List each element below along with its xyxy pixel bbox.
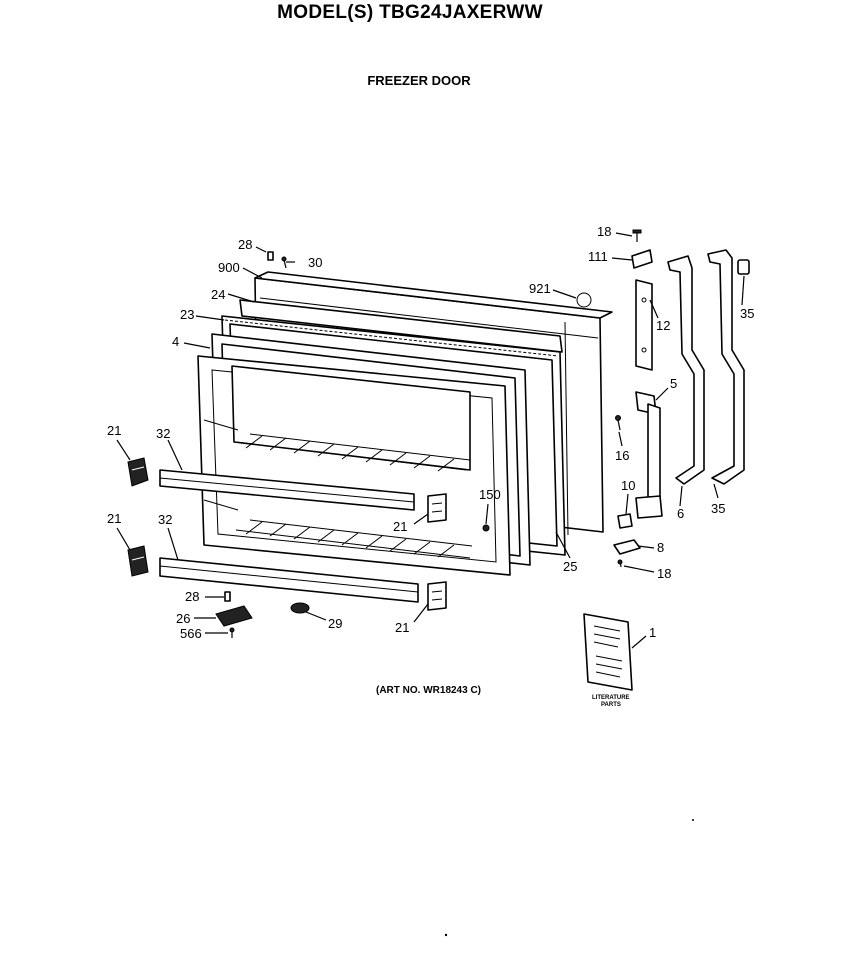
screw-30 (281, 256, 287, 269)
handle-35 (707, 249, 745, 485)
callout-32-upper: 32 (156, 426, 170, 441)
callout-21-right-lower: 21 (395, 620, 409, 635)
callout-5: 5 (670, 376, 677, 391)
callout-24: 24 (211, 287, 225, 302)
callout-111: 111 (588, 249, 608, 264)
hinge-8 (613, 539, 641, 555)
screw-28-bottom (224, 591, 231, 602)
screw-28-top (267, 251, 274, 261)
art-number: (ART NO. WR18243 C) (376, 685, 482, 696)
callout-23: 23 (180, 307, 194, 322)
literature-label-line1: LITERATURE (592, 695, 630, 701)
scan-speck (444, 933, 448, 937)
callout-28: 28 (238, 237, 252, 252)
shelf-end-cap-right-lower (427, 581, 447, 611)
cap-10 (617, 513, 633, 529)
shelf-end-cap-left-lower (127, 545, 149, 577)
literature-booklet (583, 613, 633, 691)
literature-label-line2: PARTS (601, 702, 621, 708)
screw-18-bottom (617, 559, 623, 568)
screw-18-top (632, 229, 642, 242)
section-title: FREEZER DOOR (367, 73, 471, 88)
callout-10: 10 (621, 478, 635, 493)
screw-150 (482, 524, 490, 532)
hinge-bracket-111 (631, 249, 653, 269)
callout-32-lower: 32 (158, 512, 172, 527)
shelf-bar-upper (159, 469, 415, 511)
callout-12: 12 (656, 318, 670, 333)
screw-16 (615, 415, 621, 431)
callout-566: 566 (180, 626, 202, 641)
callout-6: 6 (677, 506, 684, 521)
shelf-ribs-lower (235, 519, 473, 559)
shelf-ribs-upper (235, 433, 471, 472)
callout-28-bottom: 28 (185, 589, 199, 604)
callout-25: 25 (563, 559, 577, 574)
door-stop-12 (635, 279, 653, 371)
plug-29 (290, 602, 310, 614)
callout-35-bottom: 35 (711, 501, 725, 516)
callout-921: 921 (529, 281, 551, 296)
plug-921 (576, 292, 592, 308)
callout-35-top: 35 (740, 306, 754, 321)
callout-4: 4 (172, 334, 179, 349)
callout-16: 16 (615, 448, 629, 463)
callout-8: 8 (657, 540, 664, 555)
callout-18-top: 18 (597, 224, 611, 239)
callout-150: 150 (479, 487, 501, 502)
handle-bracket-5 (635, 391, 663, 519)
shelf-end-cap-left-upper (127, 457, 149, 487)
door-liner (197, 355, 511, 576)
door-liner-strip (239, 299, 563, 353)
callout-900: 900 (218, 260, 240, 275)
callout-30: 30 (308, 255, 322, 270)
screw-566 (229, 627, 235, 638)
callout-26: 26 (176, 611, 190, 626)
shelf-bar-lower (159, 557, 419, 603)
callout-18-bottom: 18 (657, 566, 671, 581)
model-title: MODEL(S) TBG24JAXERWW (277, 2, 543, 23)
callout-29: 29 (328, 616, 342, 631)
callout-1: 1 (649, 625, 656, 640)
handle-cap-35 (737, 259, 750, 275)
hinge-plate-26 (215, 605, 253, 627)
handle-6 (667, 255, 705, 485)
callout-21-left-upper: 21 (107, 423, 121, 438)
callout-21-right-upper: 21 (393, 519, 407, 534)
leader-lines (116, 232, 745, 649)
callout-21-left-lower: 21 (107, 511, 121, 526)
shelf-end-cap-right-upper (427, 493, 447, 523)
scan-speck (692, 819, 694, 821)
